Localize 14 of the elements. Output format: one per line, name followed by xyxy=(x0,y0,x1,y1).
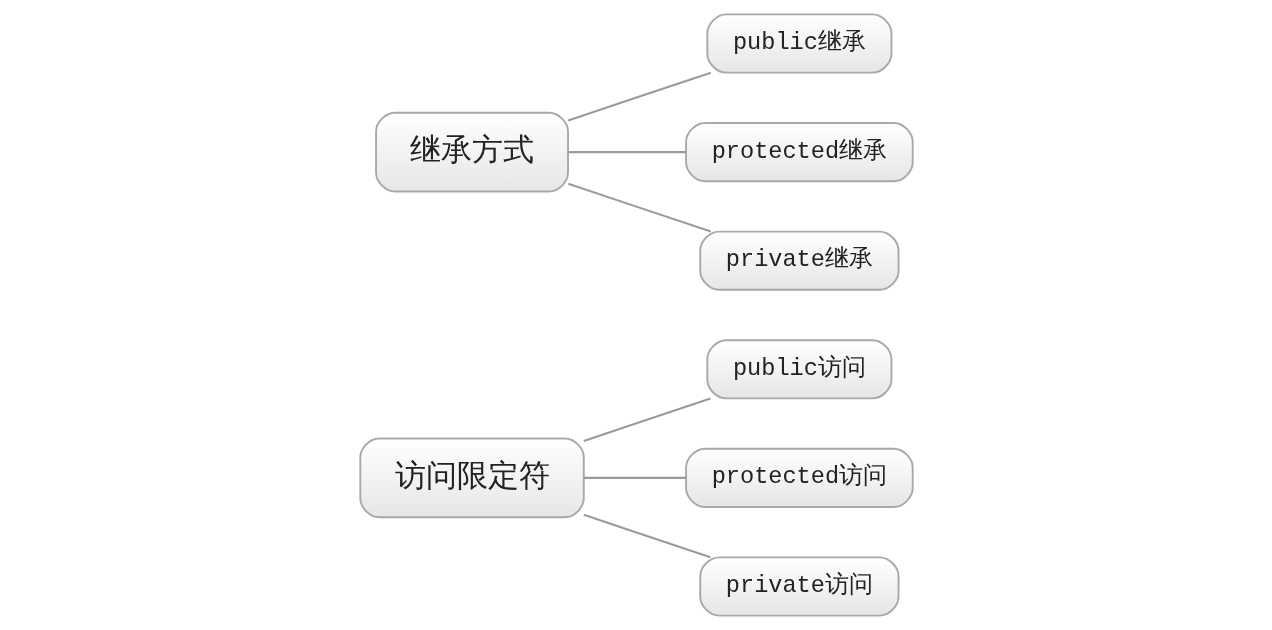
node-box: 继承方式 xyxy=(374,111,569,193)
connector xyxy=(567,182,711,233)
node-box: private访问 xyxy=(698,556,899,617)
node-box: public访问 xyxy=(705,339,892,400)
connector xyxy=(567,71,711,122)
node-box: private继承 xyxy=(698,230,899,291)
connector xyxy=(583,397,711,442)
connector xyxy=(583,476,686,479)
connector xyxy=(567,151,686,154)
node-box: protected访问 xyxy=(684,447,914,508)
node-box: 访问限定符 xyxy=(358,437,585,519)
node-box: protected继承 xyxy=(684,122,914,183)
node-box: public继承 xyxy=(705,13,892,74)
connector xyxy=(583,513,711,559)
